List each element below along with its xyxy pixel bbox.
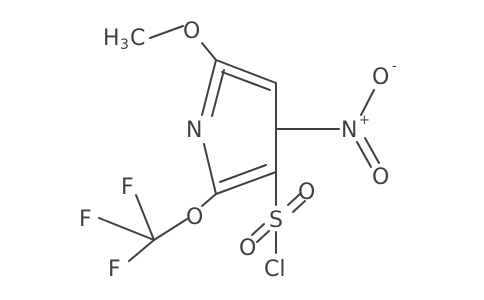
sulfur-label: S [269,208,283,233]
nitro-oxygen-top-charge: - [392,59,397,74]
atom-labels: H 3 C O N N + O - O S O O Cl O F F F [79,19,397,282]
bond-ether-o-cf3 [153,218,188,241]
nitro-nitrogen-label: N [341,118,357,143]
fluorine-left-label: F [79,207,92,232]
bond-nitro-n-o-bottom-2 [364,137,380,164]
nitro-nitrogen-charge: + [359,113,370,128]
bond-c6-c5-double [221,71,271,91]
bond-c2-ether-o [201,193,217,207]
ether-oxygen-label: O [186,205,203,230]
bond-c2-n1 [203,143,217,195]
bond-s-o-right-2 [292,200,306,213]
fluorine-top-label: F [121,175,134,200]
bond-s-o-left-2 [256,230,270,243]
bond-s-o-right-1 [287,193,301,206]
bond-n1-c6-double [211,69,225,117]
bond-cf3-f-top [135,194,155,241]
ring-nitrogen-label: N [186,118,202,143]
methoxy-subscript-label: 3 [120,37,129,53]
bond-c6-c5 [215,59,277,84]
bond-c3-c2 [215,171,277,195]
bonds [98,25,380,262]
methoxy-hydrogen-label: H [103,26,120,51]
bond-o-c6 [201,42,217,61]
bond-n1-c6 [201,59,217,116]
bond-cf3-f-bottom [128,239,155,262]
nitro-oxygen-top-label: O [372,65,389,90]
bond-nitro-n-o-top [360,89,375,116]
bond-cf3-f-left [98,217,155,241]
bond-c3-c2-double [219,164,267,183]
methoxy-oxygen-label: O [183,19,200,44]
bond-ch3-o [149,25,184,39]
methoxy-carbon-label: C [130,26,145,51]
chlorine-label: Cl [264,257,285,282]
bond-nitro-n-o-bottom-1 [356,141,372,168]
nitro-oxygen-bottom-label: O [372,165,389,190]
fluorine-bottom-label: F [108,257,121,282]
bond-s-o-left-1 [251,223,265,236]
sulfonyl-oxygen-left-label: O [239,236,256,261]
sulfonyl-oxygen-right-label: O [298,180,315,205]
